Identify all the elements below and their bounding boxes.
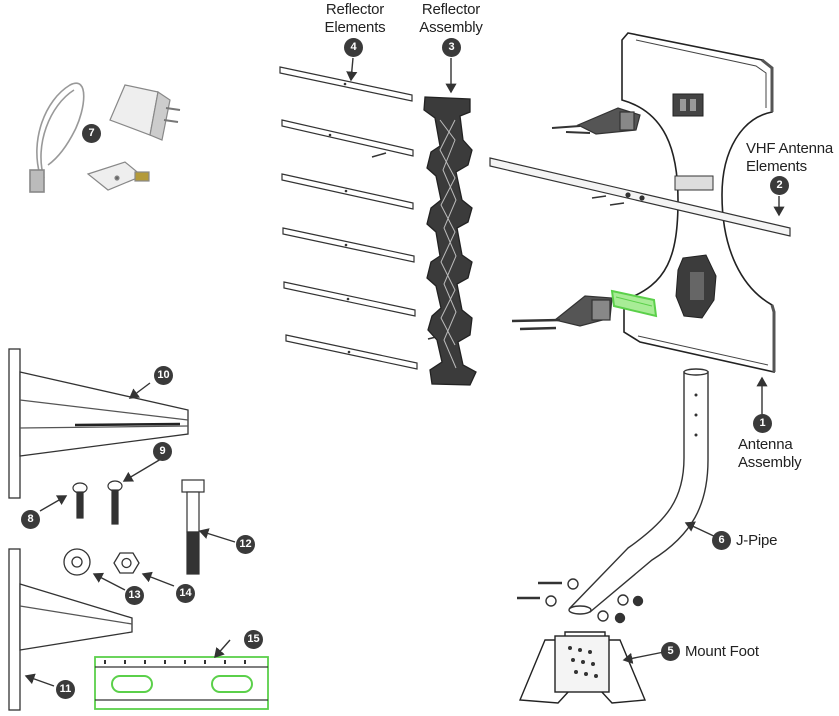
badge-4: 4 <box>344 38 363 57</box>
panel-upper-bracket <box>551 107 641 135</box>
badge-13: 13 <box>125 586 144 605</box>
short-bolt-9 <box>107 480 123 525</box>
label-part-2-line2: Elements <box>746 158 807 175</box>
badge-12: 12 <box>236 535 255 554</box>
leader-lines <box>24 57 785 687</box>
usb-cable <box>29 82 85 193</box>
label-part-5: Mount Foot <box>685 643 759 661</box>
panel-lower-bracket <box>511 295 613 331</box>
washer-13 <box>63 548 91 576</box>
label-part-2-line1: VHF Antenna <box>746 140 834 157</box>
label-part-1: Antenna Assembly <box>738 436 818 472</box>
power-inserter <box>86 161 150 191</box>
badge-5: 5 <box>661 642 680 661</box>
power-adapter <box>109 84 181 141</box>
badge-10: 10 <box>154 366 173 385</box>
antenna-panel <box>621 32 776 373</box>
badge-8: 8 <box>21 510 40 529</box>
badge-15: 15 <box>244 630 263 649</box>
j-pipe <box>568 368 709 615</box>
mount-foot <box>518 631 647 704</box>
label-part-3-line1: Reflector <box>421 1 481 18</box>
short-bolt-8 <box>72 482 88 519</box>
label-part-2: VHF Antenna Elements <box>746 140 838 176</box>
badge-6: 6 <box>712 531 731 550</box>
badge-7: 7 <box>82 124 101 143</box>
highlight-clip <box>610 289 658 318</box>
mast-bracket-2 <box>8 548 133 711</box>
label-part-1-line1: Antenna <box>738 436 793 453</box>
channel-bracket-15 <box>94 656 269 710</box>
badge-11: 11 <box>56 680 75 699</box>
label-part-6: J-Pipe <box>736 532 778 550</box>
label-part-3-line2: Assembly <box>419 19 483 36</box>
badge-1: 1 <box>753 414 772 433</box>
label-part-4: Reflector Elements <box>322 1 388 37</box>
label-part-5-text: Mount Foot <box>685 643 759 660</box>
hex-nut-14 <box>113 552 140 574</box>
label-part-6-text: J-Pipe <box>736 532 778 549</box>
label-part-3: Reflector Assembly <box>415 1 487 37</box>
badge-9: 9 <box>153 442 172 461</box>
label-part-4-line1: Reflector <box>325 1 385 18</box>
j-pipe-hardware <box>517 578 644 624</box>
reflector-elements <box>279 66 418 370</box>
long-bolt-12 <box>181 479 205 575</box>
badge-14: 14 <box>176 584 195 603</box>
badge-3: 3 <box>442 38 461 57</box>
label-part-1-line2: Assembly <box>738 454 802 471</box>
badge-2: 2 <box>770 176 789 195</box>
vhf-rod <box>489 157 791 237</box>
mast-bracket <box>8 348 189 499</box>
label-part-4-line2: Elements <box>324 19 386 36</box>
vhf-screws <box>591 195 625 206</box>
